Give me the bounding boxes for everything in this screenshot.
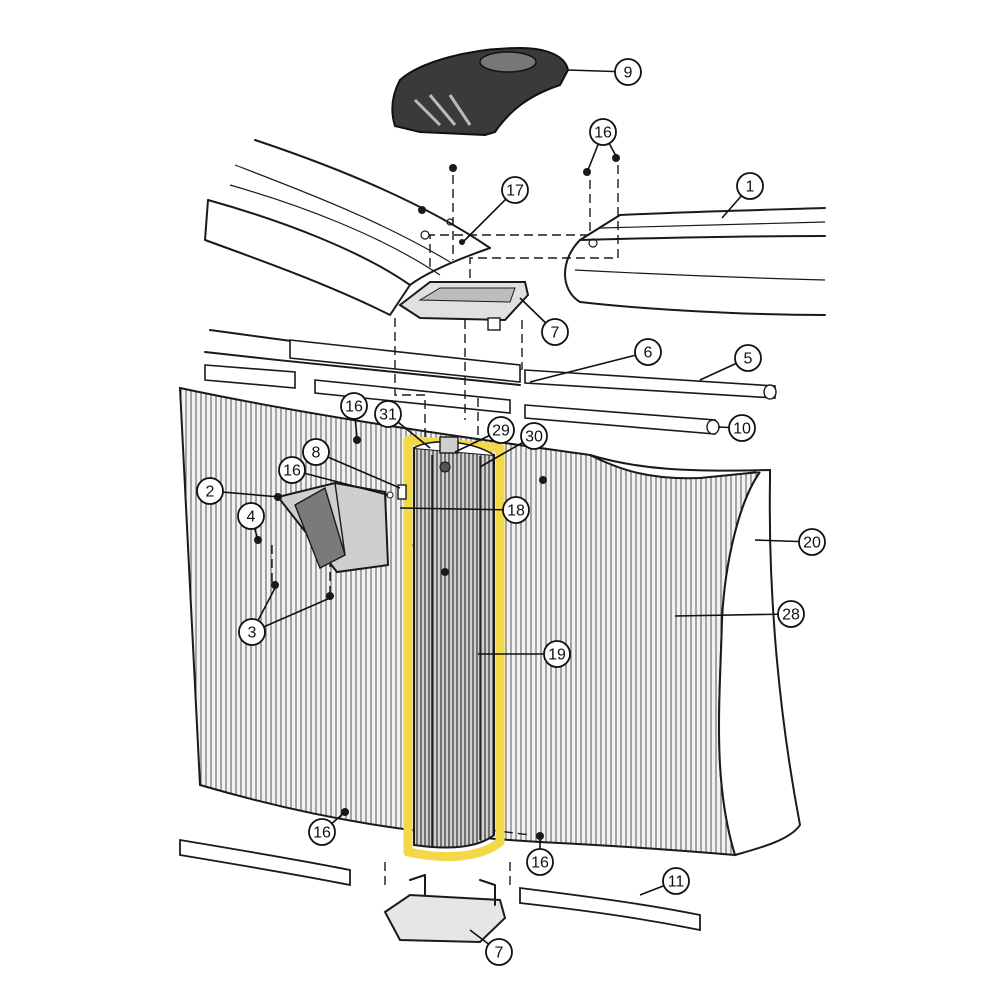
callout-20: 20 [798, 528, 826, 556]
callout-circle [196, 477, 224, 505]
callout-16: 16 [589, 118, 617, 146]
bottom-tracks [179, 838, 701, 932]
callout-4: 4 [237, 502, 265, 530]
callout-number: 16 [594, 125, 612, 142]
callout-circle [374, 400, 402, 428]
callout-19: 19 [543, 640, 571, 668]
callout-circle [340, 392, 368, 420]
callout-leader-line [399, 507, 517, 511]
callout-circle [302, 438, 330, 466]
callout-circle [502, 496, 530, 524]
callout-circle [589, 118, 617, 146]
callout-8: 8 [302, 438, 330, 466]
callout-circle [798, 528, 826, 556]
callout-number: 16 [531, 855, 549, 872]
callout-number: 7 [551, 325, 560, 342]
callout-circle [526, 848, 554, 876]
callout-10: 10 [728, 414, 756, 442]
callout-number: 5 [744, 351, 753, 368]
callout-number: 6 [644, 345, 653, 362]
callout-circle [520, 422, 548, 450]
callout-6: 6 [634, 338, 662, 366]
bottom-plate [383, 874, 507, 944]
top-rail-right [564, 207, 826, 316]
callout-circle [541, 318, 569, 346]
callout-3: 3 [238, 618, 266, 646]
callout-16: 16 [278, 456, 306, 484]
callout-5: 5 [734, 344, 762, 372]
callout-number: 31 [379, 407, 397, 424]
callout-number: 16 [345, 399, 363, 416]
callout-circle [728, 414, 756, 442]
callout-number: 16 [313, 825, 331, 842]
callout-18: 18 [502, 496, 530, 524]
callout-number: 4 [247, 509, 256, 526]
callout-11: 11 [662, 867, 690, 895]
callout-29: 29 [487, 416, 515, 444]
callout-circle [501, 176, 529, 204]
callout-circle [662, 867, 690, 895]
callout-circle [308, 818, 336, 846]
callout-17: 17 [501, 176, 529, 204]
callout-circle [487, 416, 515, 444]
callout-leader-line [315, 451, 401, 489]
callout-number: 20 [803, 535, 821, 552]
callout-number: 19 [548, 647, 566, 664]
callout-number: 8 [312, 445, 321, 462]
callout-16: 16 [340, 392, 368, 420]
callout-number: 11 [668, 874, 685, 891]
callout-7: 7 [541, 318, 569, 346]
bottom-ledge-rails [204, 329, 777, 435]
callout-16: 16 [526, 848, 554, 876]
callout-number: 29 [492, 423, 510, 440]
callout-circle [634, 338, 662, 366]
callout-number: 9 [624, 65, 633, 82]
callout-number: 3 [248, 625, 257, 642]
callout-leader-line [291, 469, 389, 496]
callout-number: 17 [506, 183, 524, 200]
callout-number: 10 [733, 421, 751, 438]
callout-2: 2 [196, 477, 224, 505]
callout-number: 2 [206, 484, 215, 501]
callout-number: 1 [746, 179, 755, 196]
callout-number: 7 [495, 945, 504, 962]
callout-16: 16 [308, 818, 336, 846]
top-rail-left [204, 139, 491, 316]
callout-circle [485, 938, 513, 966]
callout-circle [734, 344, 762, 372]
callout-circle [543, 640, 571, 668]
callout-number: 30 [525, 429, 543, 446]
callout-circle [777, 600, 805, 628]
callout-circle [278, 456, 306, 484]
callout-leader-line [251, 597, 331, 633]
callout-circle [614, 58, 642, 86]
callout-number: 18 [507, 503, 525, 520]
callout-31: 31 [374, 400, 402, 428]
callout-leader-line [529, 351, 649, 383]
top-plate-upper [398, 281, 530, 331]
callout-leader-line [674, 613, 792, 617]
vertical-upright-19 [403, 435, 505, 862]
callout-number: 28 [782, 607, 800, 624]
callout-circle [237, 502, 265, 530]
stabilizer-bracket [274, 481, 390, 574]
top-cap [391, 46, 570, 137]
callout-circle [238, 618, 266, 646]
callout-number: 16 [283, 463, 301, 480]
callout-7: 7 [485, 938, 513, 966]
callout-28: 28 [777, 600, 805, 628]
callout-1: 1 [736, 172, 764, 200]
callout-circle [736, 172, 764, 200]
callout-30: 30 [520, 422, 548, 450]
callout-9: 9 [614, 58, 642, 86]
